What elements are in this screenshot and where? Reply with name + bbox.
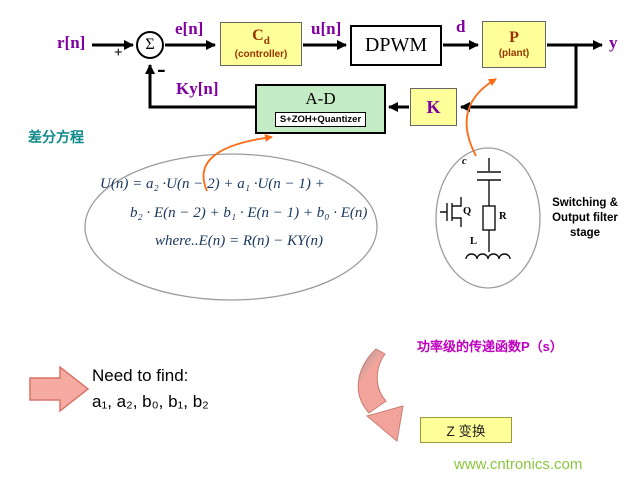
resistor-symbol: [482, 205, 496, 231]
difference-equation-formula: U(n) = a₂ ·U(n − 2) + a₁ ·U(n − 1) + b₂ …: [100, 170, 372, 256]
equation-callout-arrow: [202, 133, 273, 192]
power-stage-label: 功率级的传递函数P（s）: [417, 339, 563, 354]
sigma-symbol: Σ: [145, 36, 155, 53]
sum-minus-sign: -: [157, 54, 166, 83]
wire-ad-to-sum: [145, 64, 255, 109]
controller-title: Cd: [252, 26, 270, 47]
need-to-find-coeffs: a₁, a₂, b₀, b₁, b₂: [92, 391, 209, 411]
swoosh-arrowhead: [365, 405, 404, 442]
plant-caption: (plant): [498, 48, 530, 60]
plant-block: P (plant): [482, 21, 546, 68]
signal-ky: Ky[n]: [176, 79, 219, 98]
inductor-label: L: [470, 236, 478, 247]
watermark: www.cntronics.com: [454, 456, 583, 473]
ad-converter-block: A-D S+ZOH+Quantizer: [255, 84, 386, 134]
signal-d: d: [456, 17, 466, 36]
sum-plus-sign: +: [114, 45, 123, 61]
resistor-label: R: [499, 211, 507, 222]
controller-block: Cd (controller): [220, 22, 302, 66]
circuit-callout-arrow: [465, 78, 497, 157]
signal-r: r[n]: [57, 33, 86, 52]
equation-line-2: b₂ · E(n − 2) + b₁ · E(n − 1) + b₀ · E(n…: [130, 204, 368, 221]
inductor-symbol: [465, 253, 511, 260]
equation-line-3: where..E(n) = R(n) − KY(n): [155, 233, 323, 249]
capacitor-symbol: [477, 158, 501, 206]
circuit-sketch: [440, 158, 511, 260]
dpwm-label: DPWM: [364, 34, 428, 56]
equation-line-1: U(n) = a₂ ·U(n − 2) + a₁ ·U(n − 1) +: [100, 176, 325, 192]
controller-caption: (controller): [234, 49, 288, 61]
swoosh-down-arrow: [357, 348, 404, 442]
signal-wires: [92, 40, 603, 112]
k-gain-label: K: [426, 96, 441, 117]
need-to-find-arrow: [29, 365, 90, 413]
wire-feedback-to-k: [460, 45, 578, 112]
mosfet-symbol: [440, 197, 462, 227]
transistor-label: Q: [463, 206, 472, 217]
circuit-ellipse: [435, 147, 541, 289]
difference-equation-label: 差分方程: [28, 129, 84, 145]
ad-title: A-D: [305, 89, 336, 108]
need-to-find-title: Need to find:: [92, 366, 189, 385]
equation-ellipse: [84, 153, 378, 301]
z-transform-box: Z 变换: [420, 417, 512, 443]
plant-title: P: [509, 28, 519, 46]
callout-ellipses: [84, 147, 541, 301]
callout-arrows: [202, 78, 497, 192]
stage-note: Switching & Output filter stage: [552, 197, 618, 239]
signal-u: u[n]: [311, 19, 342, 38]
swoosh-band: [357, 348, 387, 414]
zoh-quantizer-box: S+ZOH+Quantizer: [274, 112, 367, 127]
dpwm-block: DPWM: [350, 25, 442, 66]
need-to-find: Need to find: a₁, a₂, b₀, b₁, b₂: [92, 363, 209, 414]
capacitor-label: c: [462, 156, 467, 167]
signal-e: e[n]: [175, 19, 204, 38]
summing-junction: Σ: [136, 31, 164, 59]
signal-y: y: [609, 33, 618, 52]
k-gain-block: K: [410, 88, 457, 126]
